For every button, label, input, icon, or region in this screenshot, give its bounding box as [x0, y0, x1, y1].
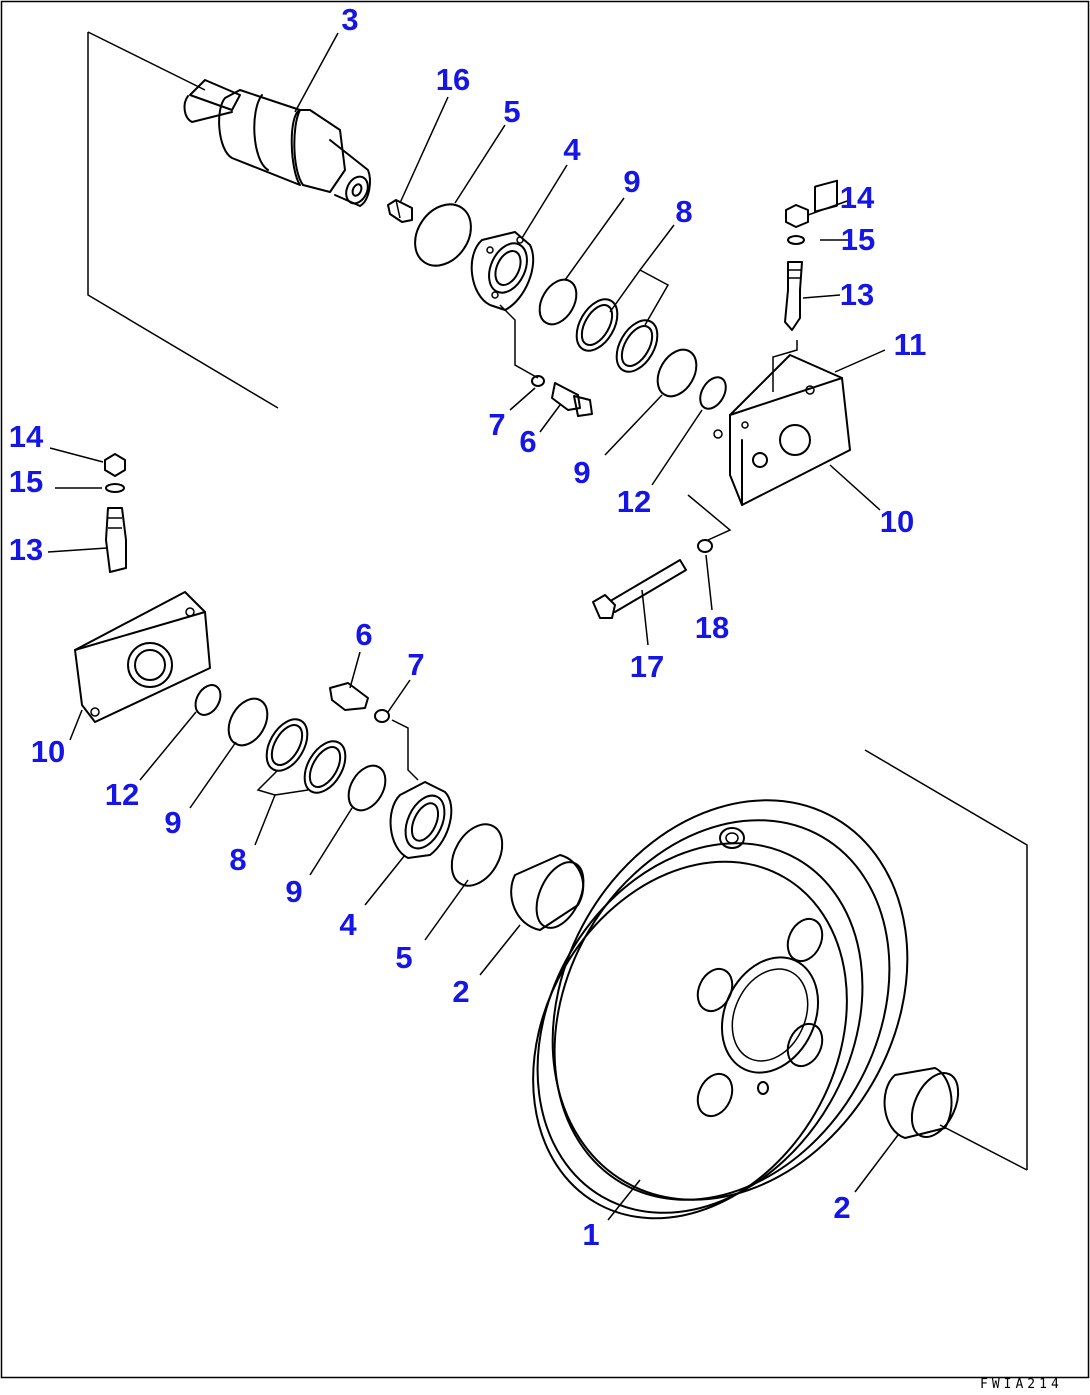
floating-seal-lower — [265, 718, 347, 794]
callout-8-top: 8 — [675, 194, 692, 229]
floating-seal-upper — [575, 298, 659, 373]
callout-4-low: 4 — [339, 907, 357, 942]
washer-bolt-upper — [499, 304, 593, 417]
o-ring-9-lower — [347, 764, 387, 812]
callout-10-right: 10 — [880, 504, 914, 539]
callout-2-right: 2 — [833, 1190, 850, 1225]
o-ring-9-middle — [656, 348, 698, 398]
nut-washer-fitting-right — [784, 204, 809, 331]
bushing-left — [510, 854, 585, 931]
callout-14-right: 14 — [840, 180, 875, 215]
idler-wheel — [532, 799, 909, 1220]
callout-9-low: 9 — [285, 874, 302, 909]
callout-13-right: 13 — [840, 277, 874, 312]
callout-18: 18 — [695, 610, 729, 645]
o-ring-12-lower — [194, 684, 222, 716]
callout-14-left: 14 — [9, 419, 44, 454]
callout-6-low: 6 — [355, 617, 372, 652]
callout-8-low: 8 — [229, 842, 246, 877]
washer-bolt-lower — [329, 682, 419, 781]
callout-13-left: 13 — [9, 532, 43, 567]
o-ring-12-upper — [699, 376, 727, 410]
callout-16: 16 — [436, 62, 470, 97]
callout-7-low: 7 — [407, 647, 424, 682]
bracket-left — [74, 591, 211, 723]
bracket-right — [713, 179, 851, 506]
upper-reference-plane — [87, 31, 279, 409]
callout-7-top: 7 — [488, 407, 505, 442]
callout-6-top: 6 — [519, 424, 536, 459]
callout-2-left: 2 — [452, 974, 469, 1009]
o-ring-lower — [450, 823, 504, 887]
callout-15-right: 15 — [841, 222, 875, 257]
callout-10-left: 10 — [31, 734, 65, 769]
callout-4-top: 4 — [563, 132, 581, 167]
callout-3: 3 — [341, 2, 358, 37]
o-ring-9-upper — [538, 278, 578, 326]
callout-12-left: 12 — [105, 777, 139, 812]
callout-5-low: 5 — [395, 940, 412, 975]
callout-12-right: 12 — [617, 484, 651, 519]
nut-washer-fitting-left — [104, 453, 127, 573]
plug — [387, 199, 413, 223]
callout-9-top: 9 — [623, 164, 640, 199]
long-bolt — [592, 494, 732, 619]
bushing-right — [883, 1067, 960, 1139]
callout-1: 1 — [582, 1217, 599, 1252]
callout-11: 11 — [894, 327, 927, 362]
callout-15-left: 15 — [9, 464, 43, 499]
callout-9-mid: 9 — [573, 455, 590, 490]
lower-reference-plane — [864, 749, 1028, 1171]
leader-lines — [47, 32, 899, 1221]
callout-5-top: 5 — [503, 94, 520, 129]
reference-code: FWIA214 — [980, 1377, 1063, 1392]
callout-17: 17 — [630, 649, 664, 684]
shaft — [183, 79, 371, 207]
retainer-lower — [389, 781, 453, 859]
callout-9-left: 9 — [164, 805, 181, 840]
o-ring-upper — [414, 203, 472, 267]
